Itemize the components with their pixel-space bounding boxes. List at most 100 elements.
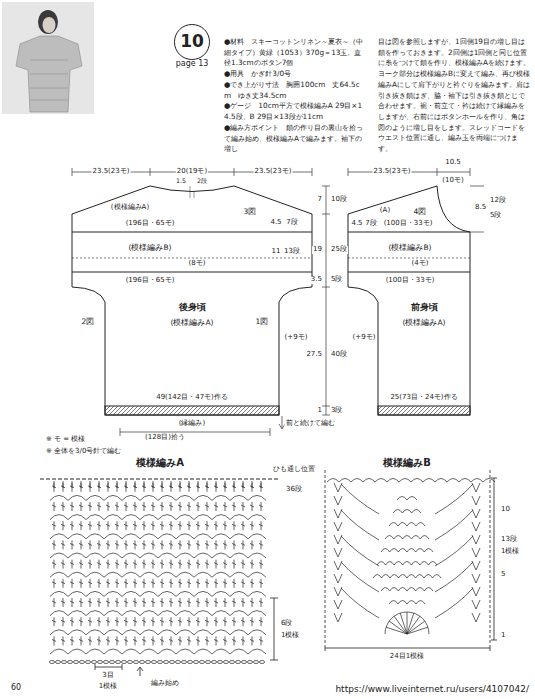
edging-band: [378, 406, 470, 415]
treble-stitch: [214, 617, 218, 626]
chain-loop: [122, 649, 140, 654]
treble-stitch: [196, 598, 200, 607]
dimension-label: 7段: [364, 220, 377, 228]
treble-stitch: [151, 560, 155, 569]
treble-stitch: [151, 579, 155, 588]
fan-stitch: [407, 616, 420, 634]
treble-stitch: [151, 598, 155, 607]
treble-stitch: [133, 540, 137, 549]
pickup-dim: [120, 428, 270, 436]
treble-stitch: [214, 560, 218, 569]
chain-loop: [194, 611, 212, 616]
section-title: 模様編みB: [382, 457, 432, 468]
top-chain: [363, 479, 375, 483]
treble-stitch: [142, 636, 146, 645]
treble-stitch: [250, 598, 254, 607]
v-stitch: [472, 496, 480, 505]
v-stitch: [472, 587, 480, 596]
chain-arc: [435, 588, 473, 618]
dimension-label: https://www.liveinternet.ru/users/410704…: [334, 685, 530, 695]
treble-stitch: [124, 560, 128, 569]
chain-loop: [212, 495, 230, 500]
treble-stitch: [52, 540, 56, 549]
treble-stitch: [178, 617, 182, 626]
treble-stitch: [232, 579, 236, 588]
chain-stitch: [229, 661, 234, 664]
instruction-text: ●用具 かぎ針3/0号: [224, 69, 366, 80]
treble-stitch: [169, 617, 173, 626]
top-chain: [423, 479, 435, 483]
chain-loop: [194, 572, 212, 577]
treble-stitch: [79, 502, 83, 511]
treble-stitch: [196, 560, 200, 569]
treble-stitch: [97, 502, 101, 511]
v-stitch: [334, 561, 342, 570]
pineapple-loop: [398, 549, 407, 553]
back-body-outline: [72, 186, 312, 415]
treble-stitch: [151, 540, 155, 549]
dimension-label: (10モ): [441, 177, 464, 185]
pineapple-loop: [411, 536, 420, 540]
pineapple-loop: [424, 575, 433, 579]
dimension-label: 前と続けて編む: [285, 420, 336, 428]
chain-loop: [122, 495, 140, 500]
treble-stitch: [214, 502, 218, 511]
lace-texture: [30, 60, 68, 100]
treble-stitch: [142, 617, 146, 626]
dimension-label: 7: [317, 196, 323, 204]
pineapple-loop: [420, 562, 429, 566]
chain-loop: [140, 611, 158, 616]
treble-stitch: [160, 579, 164, 588]
pineapple-loop: [403, 562, 412, 566]
treble-stitch: [61, 579, 65, 588]
treble-stitch: [97, 560, 101, 569]
treble-stitch: [70, 598, 74, 607]
top-chain: [387, 479, 399, 483]
top-stitch: [54, 481, 55, 488]
treble-stitch: [169, 521, 173, 530]
dimension-label: (模様編みA): [402, 319, 447, 327]
dimension-label: (4モ): [411, 260, 430, 268]
chain-arc: [341, 484, 379, 514]
chain-loop: [68, 572, 86, 577]
treble-stitch: [232, 540, 236, 549]
chain-stitch: [97, 661, 102, 664]
chain-loop: [140, 534, 158, 539]
dimension-label: 7段: [285, 219, 298, 227]
chain-arc: [341, 510, 379, 540]
treble-stitch: [196, 521, 200, 530]
treble-stitch: [223, 598, 227, 607]
pineapple-loop: [398, 588, 407, 592]
pineapple-loop: [402, 510, 411, 514]
top-chain: [483, 479, 495, 483]
treble-stitch: [124, 598, 128, 607]
chain-loop: [86, 591, 104, 596]
chain-stitch: [247, 661, 252, 664]
treble-stitch: [133, 617, 137, 626]
chain-loop: [176, 649, 194, 654]
treble-stitch: [124, 636, 128, 645]
chain-loop: [212, 630, 230, 635]
v-stitch: [472, 522, 480, 531]
treble-stitch: [106, 521, 110, 530]
pineapple-loop: [416, 523, 425, 527]
treble-stitch: [115, 617, 119, 626]
top-chain: [435, 479, 447, 483]
chain-loop: [68, 534, 86, 539]
chain-loop: [122, 515, 140, 520]
chain-loop: [212, 611, 230, 616]
treble-stitch: [178, 598, 182, 607]
back-outline: [72, 186, 312, 415]
dimension-label: 3図: [243, 208, 258, 216]
treble-stitch: [241, 617, 245, 626]
v-stitch: [472, 600, 480, 609]
chain-loop: [158, 649, 176, 654]
treble-stitch: [142, 598, 146, 607]
chain-loop: [104, 553, 122, 558]
treble-stitch: [133, 560, 137, 569]
treble-stitch: [223, 540, 227, 549]
treble-stitch: [223, 502, 227, 511]
chain-loop: [86, 649, 104, 654]
chain-loop: [194, 591, 212, 596]
treble-stitch: [214, 598, 218, 607]
